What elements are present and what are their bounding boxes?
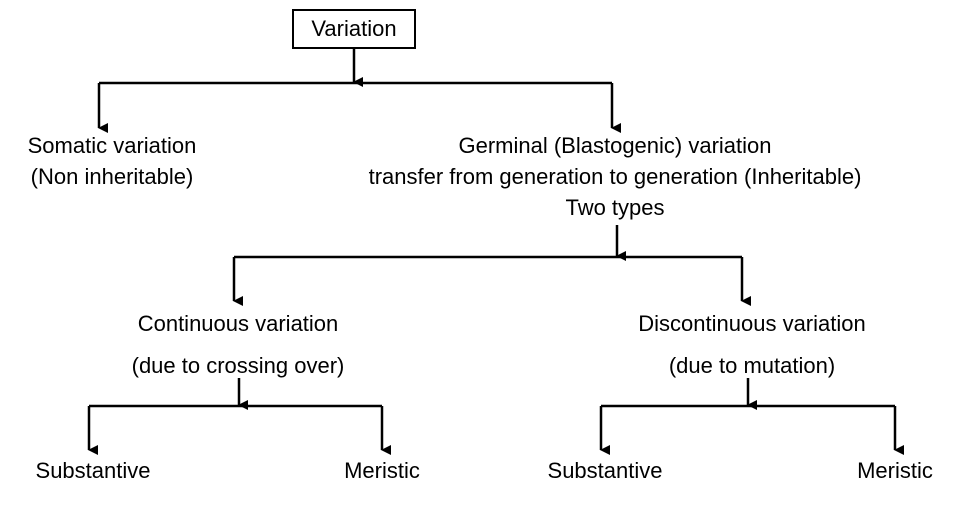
somatic-note: (Non inheritable) [30, 164, 194, 189]
discontinuous-child-substantive: Substantive [547, 458, 663, 483]
discontinuous-cause: (due to mutation) [668, 353, 836, 378]
somatic-title: Somatic variation [27, 133, 197, 158]
germinal-sub: Two types [565, 195, 665, 220]
continuous-child-substantive: Substantive [35, 458, 151, 483]
germinal-title: Germinal (Blastogenic) variation [458, 133, 772, 158]
somatic-node: Somatic variation (Non inheritable) [28, 130, 197, 192]
continuous-title: Continuous variation [137, 311, 339, 336]
germinal-node: Germinal (Blastogenic) variation transfe… [369, 130, 862, 223]
discontinuous-title: Discontinuous variation [638, 311, 866, 336]
discontinuous-child-meristic: Meristic [857, 458, 933, 483]
continuous-cause: (due to crossing over) [131, 353, 345, 378]
germinal-note: transfer from generation to generation (… [368, 164, 862, 189]
continuous-child-meristic: Meristic [344, 458, 420, 483]
root-node-variation: Variation [292, 9, 416, 49]
